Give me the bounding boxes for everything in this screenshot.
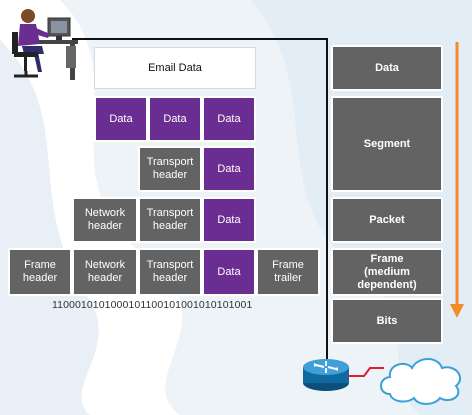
frame-data-label: Data bbox=[217, 265, 241, 278]
encapsulation-arrow bbox=[450, 42, 464, 318]
frame-header-label: Frame header bbox=[22, 259, 58, 284]
serial-link-icon bbox=[348, 367, 384, 377]
pdu-segment-box: Segment bbox=[331, 96, 443, 192]
transport-data-box: Data bbox=[202, 146, 256, 192]
segment-data-box-3: Data bbox=[202, 96, 256, 142]
segment-data-box-1: Data bbox=[94, 96, 148, 142]
pdu-frame-label: Frame (medium dependent) bbox=[357, 252, 417, 291]
pdu-data-box: Data bbox=[331, 45, 443, 91]
transport-header-label-2: Transport header bbox=[146, 207, 194, 232]
pdu-packet-label: Packet bbox=[369, 213, 405, 226]
email-data-label: Email Data bbox=[148, 61, 202, 74]
pdu-packet-box: Packet bbox=[331, 197, 443, 243]
transport-header-box-1: Transport header bbox=[138, 146, 202, 192]
bit-stream: 1100010101000101100101001010101001 bbox=[52, 299, 253, 311]
segment-data-label-2: Data bbox=[163, 112, 187, 125]
frame-trailer-box: Frame trailer bbox=[256, 248, 320, 296]
transport-data-label: Data bbox=[217, 162, 241, 175]
transport-header-label-3: Transport header bbox=[146, 259, 194, 284]
frame-header-box: Frame header bbox=[8, 248, 72, 296]
router-icon bbox=[303, 359, 349, 391]
network-header-box-2: Network header bbox=[72, 248, 138, 296]
pdu-frame-box: Frame (medium dependent) bbox=[331, 248, 443, 296]
email-data-box: Email Data bbox=[94, 47, 256, 89]
network-data-box: Data bbox=[202, 197, 256, 243]
network-header-label-1: Network header bbox=[84, 207, 126, 232]
transport-header-box-3: Transport header bbox=[138, 248, 202, 296]
segment-data-box-2: Data bbox=[148, 96, 202, 142]
cloud-icon bbox=[380, 358, 461, 405]
cable-vertical bbox=[326, 38, 328, 368]
cable-top bbox=[72, 38, 327, 40]
transport-header-box-2: Transport header bbox=[138, 197, 202, 243]
pdu-bits-box: Bits bbox=[331, 298, 443, 344]
frame-trailer-label: Frame trailer bbox=[272, 259, 304, 284]
transport-header-label-1: Transport header bbox=[146, 156, 194, 181]
network-header-label-2: Network header bbox=[84, 259, 126, 284]
network-data-label: Data bbox=[217, 213, 241, 226]
pdu-data-label: Data bbox=[375, 61, 399, 74]
segment-data-label-1: Data bbox=[109, 112, 133, 125]
network-header-box-1: Network header bbox=[72, 197, 138, 243]
pdu-segment-label: Segment bbox=[363, 137, 411, 150]
frame-data-box: Data bbox=[202, 248, 256, 296]
pdu-bits-label: Bits bbox=[376, 314, 398, 327]
user-at-computer-icon bbox=[12, 9, 78, 80]
segment-data-label-3: Data bbox=[217, 112, 241, 125]
